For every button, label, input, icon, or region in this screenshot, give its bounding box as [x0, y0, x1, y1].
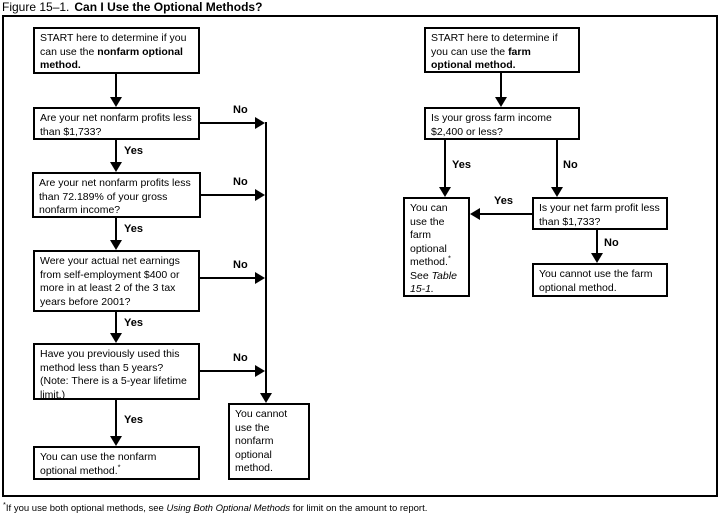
footnote-mark: * — [447, 253, 451, 263]
footnote-mark: * — [3, 499, 6, 509]
connector-farm-q2-yes — [480, 213, 532, 215]
result-can-use-farm: You can use the farm optional method.* S… — [403, 197, 470, 297]
arrowhead-down — [110, 436, 122, 446]
connector-farm-start-to-q1 — [500, 73, 502, 97]
yes-label: Yes — [494, 195, 513, 207]
arrowhead-down — [495, 97, 507, 107]
arrowhead-right — [255, 272, 265, 284]
yes-label: Yes — [452, 159, 471, 171]
question-gross-farm-income: Is your gross farm income $2,400 or less… — [424, 107, 580, 140]
connector-q3-yes — [115, 312, 117, 333]
question-text: Are your net nonfarm profits less than $… — [40, 112, 192, 138]
result-cannot-use-farm: You cannot use the farm optional method. — [532, 263, 668, 297]
figure-heading: Can I Use the Optional Methods? — [74, 0, 263, 14]
connector-q1-yes — [115, 140, 117, 162]
arrowhead-right — [255, 189, 265, 201]
question-net-nonfarm-profits: Are your net nonfarm profits less than $… — [33, 107, 200, 140]
yes-label: Yes — [124, 223, 143, 235]
footnote-emphasis: Using Both Optional Methods — [166, 503, 291, 514]
result-can-use-nonfarm: You can use the nonfarm optional method.… — [33, 446, 200, 480]
no-label: No — [233, 176, 248, 188]
connector-q3-no — [200, 277, 255, 279]
start-nonfarm-text: START here to determine if you can use t… — [40, 32, 187, 58]
connector-farm-q1-yes — [444, 140, 446, 187]
question-text: Is your net farm profit less than $1,733… — [539, 202, 660, 228]
arrowhead-down — [110, 240, 122, 250]
result-text: You can use the farm optional method. — [410, 202, 448, 268]
connector-no-collector — [265, 122, 267, 393]
arrowhead-down — [551, 187, 563, 197]
connector-q4-no — [200, 370, 255, 372]
yes-label: Yes — [124, 414, 143, 426]
connector-farm-q1-no — [556, 140, 558, 187]
start-box-farm: START here to determine if you can use t… — [424, 27, 580, 73]
question-text: Are your net nonfarm profits less than 7… — [39, 177, 191, 216]
arrowhead-right — [255, 365, 265, 377]
arrowhead-down — [591, 253, 603, 263]
arrowhead-down — [110, 97, 122, 107]
connector-farm-q2-no — [596, 230, 598, 253]
start-farm-text: START here to determine if you can use t… — [431, 32, 558, 58]
result-text: You can use the nonfarm optional method. — [40, 451, 157, 477]
connector-q2-no — [201, 194, 255, 196]
no-label: No — [563, 159, 578, 171]
question-text: Have you previously used this method les… — [40, 348, 187, 401]
figure-title: Figure 15–1. Can I Use the Optional Metho… — [2, 0, 262, 14]
arrowhead-right — [255, 117, 265, 129]
see-text: See — [410, 269, 432, 282]
no-label: No — [604, 237, 619, 249]
arrowhead-down — [110, 333, 122, 343]
yes-label: Yes — [124, 317, 143, 329]
question-text: Is your gross farm income $2,400 or less… — [431, 112, 552, 138]
figure-number: Figure 15–1. — [2, 0, 70, 14]
question-text: Were your actual net earnings from self-… — [40, 255, 180, 308]
footnote-text-post: for limit on the amount to report. — [290, 503, 428, 514]
footnote-text-pre: If you use both optional methods, see — [5, 503, 167, 514]
question-nonfarm-72-percent: Are your net nonfarm profits less than 7… — [32, 172, 201, 218]
connector-start-to-q1 — [115, 74, 117, 97]
no-label: No — [233, 259, 248, 271]
no-label: No — [233, 104, 248, 116]
arrowhead-down — [110, 162, 122, 172]
start-farm-bold-text: farm optional method. — [431, 45, 531, 72]
footnote: *If you use both optional methods, see U… — [3, 499, 428, 514]
result-text: You cannot use the farm optional method. — [539, 268, 653, 294]
no-label: No — [233, 352, 248, 364]
arrowhead-down — [260, 393, 272, 403]
yes-label: Yes — [124, 145, 143, 157]
result-cannot-use-nonfarm: You cannot use the nonfarm optional meth… — [228, 403, 310, 480]
question-net-farm-profit: Is your net farm profit less than $1,733… — [532, 197, 668, 230]
arrowhead-left — [470, 208, 480, 220]
footnote-mark: * — [117, 462, 121, 471]
question-previous-use: Have you previously used this method les… — [33, 343, 200, 401]
question-net-earnings-400: Were your actual net earnings from self-… — [33, 250, 200, 312]
connector-q4-yes — [115, 400, 117, 436]
connector-q2-yes — [115, 218, 117, 240]
result-text: You cannot use the nonfarm optional meth… — [235, 408, 288, 474]
start-nonfarm-bold-text: nonfarm optional method. — [40, 45, 183, 72]
table-reference: Table 15-1. — [410, 269, 457, 296]
arrowhead-down — [439, 187, 451, 197]
connector-q1-no — [200, 122, 255, 124]
start-box-nonfarm: START here to determine if you can use t… — [33, 27, 200, 74]
